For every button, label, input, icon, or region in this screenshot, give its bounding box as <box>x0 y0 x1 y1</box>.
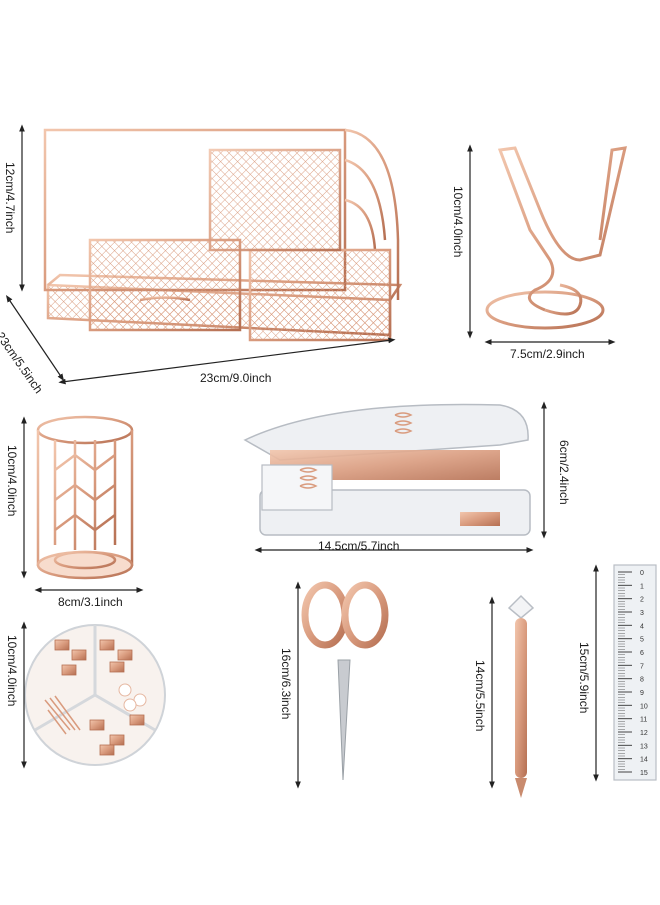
ruler-tick-label: 1 <box>640 583 644 590</box>
ruler-tick-label: 13 <box>640 743 648 750</box>
cup-height-label: 10cm/4.0inch <box>5 445 19 517</box>
ruler-tick-label: 0 <box>640 570 644 577</box>
stapler-width-label: 14.5cm/5.7inch <box>318 539 400 553</box>
stand-width-label: 7.5cm/2.9inch <box>510 347 585 361</box>
scissors <box>301 581 389 781</box>
pen-length-label: 14cm/5.5inch <box>473 660 487 732</box>
phone-stand <box>485 146 627 330</box>
pen-cup <box>36 415 134 580</box>
stand-height-label: 10cm/4.0inch <box>451 186 465 258</box>
ruler-tick-label: 14 <box>640 757 648 764</box>
ruler-tick-label: 9 <box>640 690 644 697</box>
desk-organizer <box>43 128 403 342</box>
ruler-tick-label: 6 <box>640 650 644 657</box>
scissors-length-label: 16cm/6.3inch <box>279 648 293 720</box>
ruler-tick-label: 11 <box>640 717 647 724</box>
ruler-tick-label: 7 <box>640 663 644 670</box>
organizer-height-label: 12cm/4.7inch <box>3 162 17 234</box>
clipbox-height-label: 10cm/4.0inch <box>5 635 19 707</box>
pen <box>507 594 535 798</box>
clip-box <box>24 624 166 766</box>
stapler <box>243 403 531 536</box>
ruler-length-label: 15cm/5.9inch <box>577 642 591 714</box>
ruler-tick-label: 5 <box>640 637 644 644</box>
ruler-tick-label: 15 <box>640 770 648 777</box>
organizer-width-label: 23cm/9.0inch <box>200 371 272 385</box>
ruler-tick-label: 4 <box>640 623 644 630</box>
ruler-tick-label: 10 <box>640 703 648 710</box>
ruler-tick-label: 2 <box>640 597 644 604</box>
ruler-tick-label: 12 <box>640 730 648 737</box>
cup-width-label: 8cm/3.1inch <box>58 595 123 609</box>
ruler-tick-label: 3 <box>640 610 644 617</box>
ruler-tick-label: 8 <box>640 677 644 684</box>
stapler-height-label: 6cm/2.4inch <box>557 440 571 505</box>
